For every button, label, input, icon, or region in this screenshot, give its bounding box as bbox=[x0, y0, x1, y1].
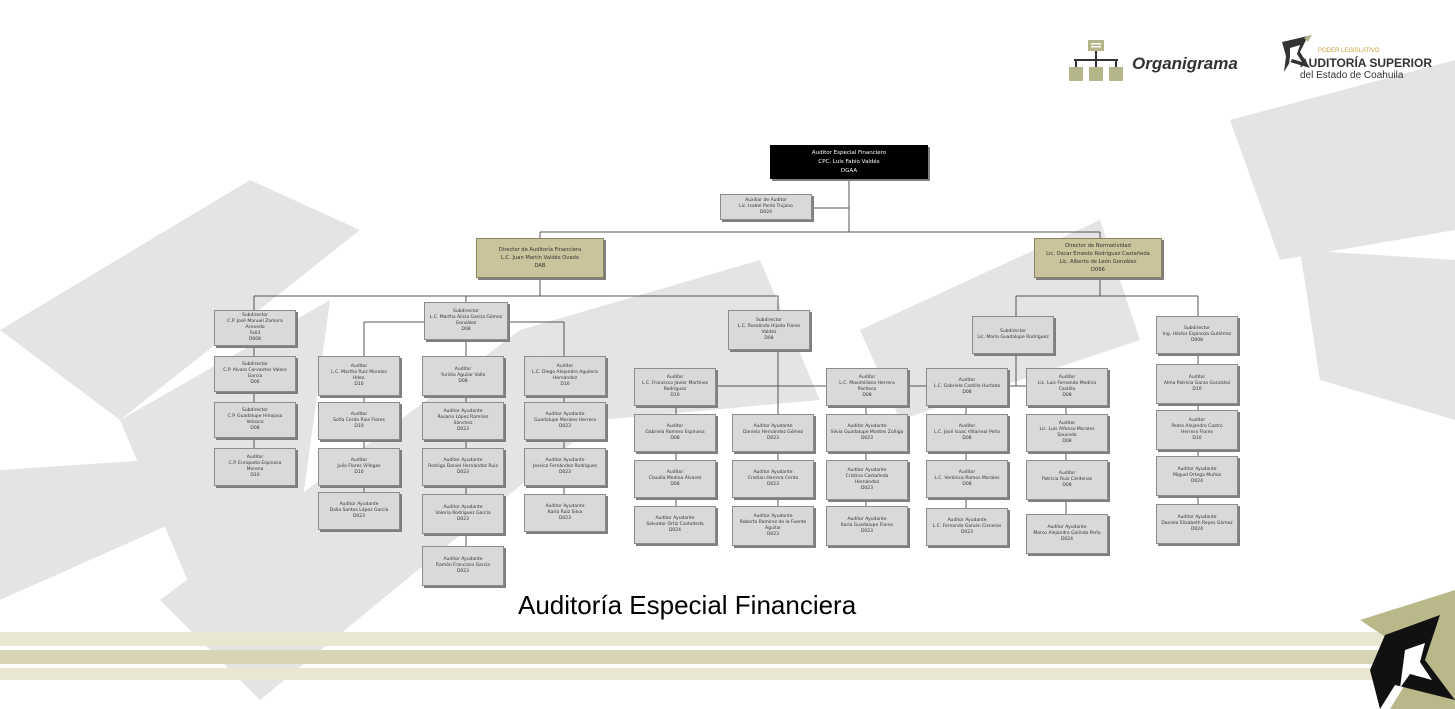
poder-legislativo-label: PODER LEGISLATIVO bbox=[1318, 48, 1380, 54]
page-title: Auditoría Especial Financiera bbox=[518, 590, 857, 620]
footer-stripe-3 bbox=[0, 668, 1455, 680]
estado-coahuila-label: del Estado de Coahuila bbox=[1300, 70, 1404, 81]
footer-stripe-1 bbox=[0, 632, 1455, 646]
header: Organigrama PODER LEGISLATIVO AUDITORÍA … bbox=[1068, 34, 1448, 90]
footer-stripe-2 bbox=[0, 650, 1455, 664]
organigrama-title: Organigrama bbox=[1132, 54, 1238, 73]
org-chart-icon bbox=[1069, 40, 1123, 81]
auditoria-superior-label: AUDITORÍA SUPERIOR bbox=[1300, 56, 1433, 70]
star-logo-corner-icon bbox=[1360, 590, 1455, 709]
star-logo-icon bbox=[1282, 34, 1312, 72]
